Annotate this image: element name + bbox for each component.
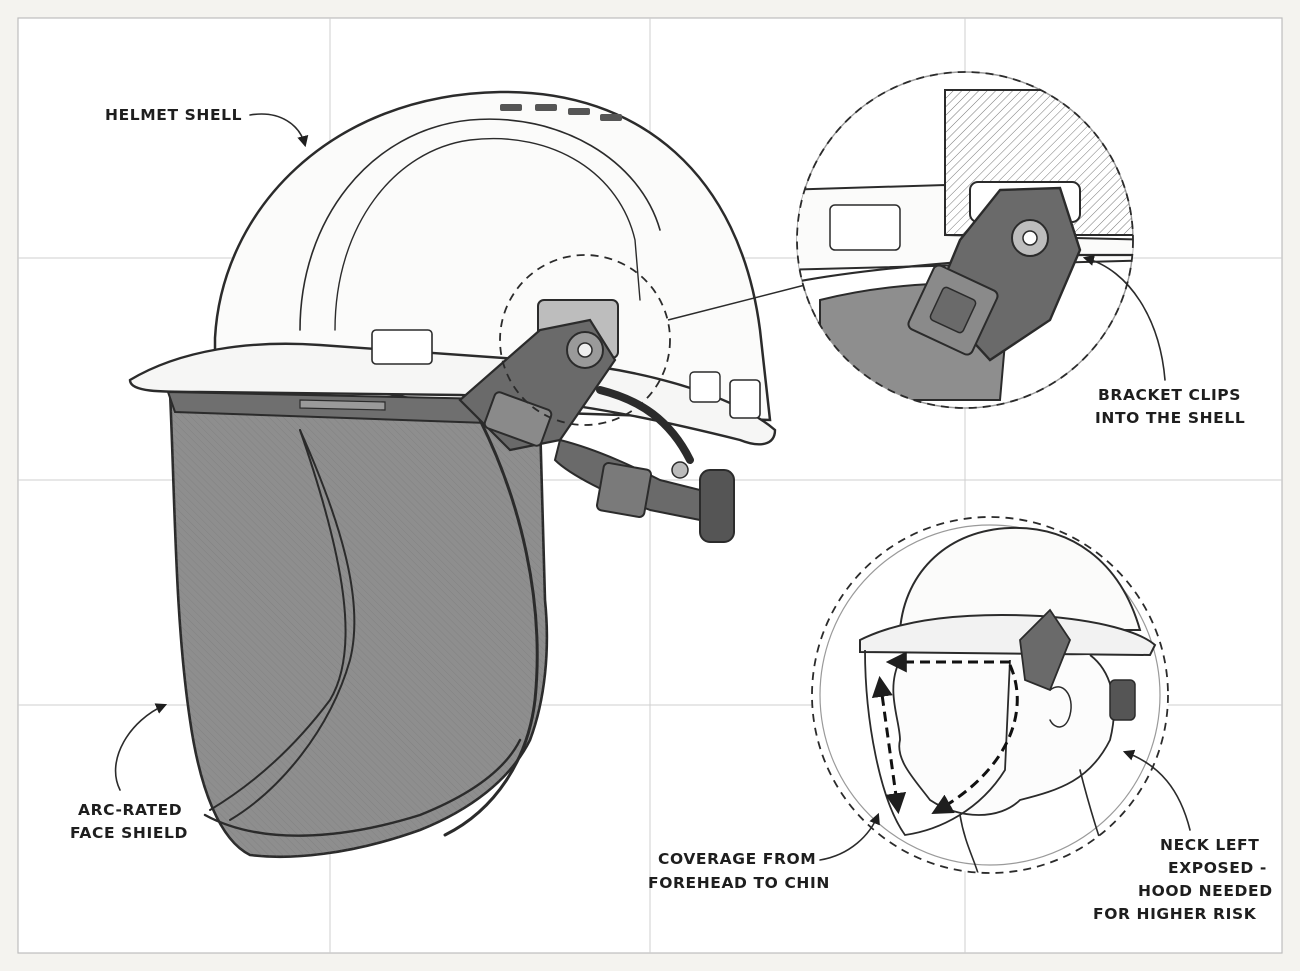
- label-neck-1: NECK LEFT: [1160, 836, 1259, 854]
- detail-callout-circle: [499, 254, 671, 426]
- label-face-shield-2: FACE SHIELD: [70, 824, 188, 842]
- helmet-main: [128, 90, 777, 446]
- label-neck-4: FOR HIGHER RISK: [1093, 905, 1257, 923]
- callout-bracket: BRACKET CLIPS INTO THE SHELL: [1082, 254, 1245, 427]
- bracket-detail-inset: [796, 71, 1134, 409]
- helmet-brim: [128, 342, 777, 446]
- label-neck-3: HOOD NEEDED: [1138, 882, 1273, 900]
- callout-face-shield: ARC-RATED FACE SHIELD: [70, 703, 188, 842]
- detail-leader-line: [667, 284, 806, 321]
- coverage-detail-inset: [811, 516, 1169, 874]
- label-bracket-2: INTO THE SHELL: [1095, 409, 1245, 427]
- label-coverage-1: COVERAGE FROM: [658, 850, 816, 868]
- callout-neck: NECK LEFT EXPOSED - HOOD NEEDED FOR HIGH…: [1093, 749, 1273, 923]
- label-face-shield-1: ARC-RATED: [78, 801, 182, 819]
- label-neck-2: EXPOSED -: [1168, 859, 1267, 877]
- label-bracket-1: BRACKET CLIPS: [1098, 386, 1241, 404]
- helmet-shell: [213, 90, 772, 422]
- bracket-hardware: [458, 299, 735, 543]
- callout-coverage: COVERAGE FROM FOREHEAD TO CHIN: [648, 812, 880, 892]
- label-helmet-shell: HELMET SHELL: [105, 106, 242, 124]
- label-coverage-2: FOREHEAD TO CHIN: [648, 874, 830, 892]
- arc-rated-face-shield: [166, 390, 549, 859]
- callout-helmet-shell: HELMET SHELL: [105, 106, 309, 148]
- shell-vents: [500, 104, 622, 121]
